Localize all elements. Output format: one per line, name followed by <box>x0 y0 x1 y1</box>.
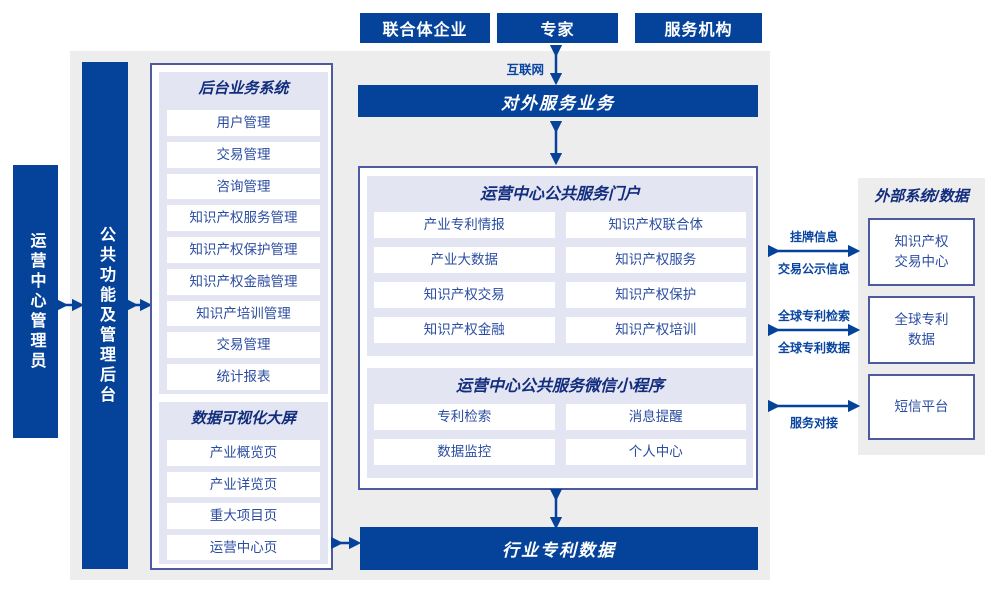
backend-item-trade-mgmt: 交易管理 <box>167 141 320 168</box>
backend-item-user-mgmt: 用户管理 <box>167 110 320 136</box>
backend-item-trade-mgmt-2: 交易管理 <box>167 332 320 359</box>
portal-item-ip-training: 知识产权培训 <box>565 317 746 343</box>
arrow-ip-trade-center-icon <box>767 244 861 258</box>
industry-patent-data-bar: 行业专利数据 <box>360 527 758 570</box>
link-label-trade-public-info: 交易公示信息 <box>777 262 850 276</box>
link-label-global-patent-data: 全球专利数据 <box>777 341 850 355</box>
portal-item-ip-trade: 知识产权交易 <box>374 282 555 308</box>
miniprogram-title: 运营中心公共服务微信小程序 <box>455 378 664 395</box>
arrow-admin-backend-icon <box>55 298 85 312</box>
link-label-global-patent-search: 全球专利检索 <box>777 309 850 323</box>
backend-item-ip-protect-mgmt: 知识产权保护管理 <box>167 237 320 263</box>
external-box-ip-trade-center: 知识产权 交易中心 <box>868 218 975 286</box>
arrow-service-portal-icon <box>549 120 563 166</box>
portal-item-ip-protection: 知识产权保护 <box>565 282 746 308</box>
arrow-global-patent-icon <box>767 323 861 337</box>
screen-item-industry-detail: 产业详览页 <box>167 471 320 497</box>
portal-item-ip-service: 知识产权服务 <box>565 247 746 273</box>
backend-item-stats-report: 统计报表 <box>167 364 320 391</box>
portal-item-ip-finance: 知识产权金融 <box>374 317 555 343</box>
backend-column-box: 后台业务系统 用户管理 交易管理 咨询管理 知识产权服务管理 知识产权保护管理 … <box>150 63 333 570</box>
arrow-backend-column-icon <box>125 298 153 312</box>
link-label-service-connect: 服务对接 <box>789 416 838 430</box>
actor-consortium-enterprise: 联合体企业 <box>360 13 490 43</box>
backend-item-consult-mgmt: 咨询管理 <box>167 173 320 200</box>
portal-title: 运营中心公共服务门户 <box>479 186 640 203</box>
screen-item-operations-center: 运营中心页 <box>167 534 320 560</box>
arrow-sms-platform-icon <box>767 399 861 413</box>
external-box-sms-platform: 短信平台 <box>868 374 975 440</box>
backend-system-group: 后台业务系统 用户管理 交易管理 咨询管理 知识产权服务管理 知识产权保护管理 … <box>159 72 328 394</box>
portal-item-patent-intel: 产业专利情报 <box>374 212 555 238</box>
operations-admin-bar: 运营中心管理员 <box>13 165 58 438</box>
external-systems-title: 外部系统/数据 <box>874 188 969 205</box>
data-screen-title: 数据可视化大屏 <box>190 410 296 427</box>
mini-item-data-monitor: 数据监控 <box>374 439 555 465</box>
screen-item-industry-overview: 产业概览页 <box>167 440 320 466</box>
portal-item-industry-bigdata: 产业大数据 <box>374 247 555 273</box>
arrow-column-industry-icon <box>330 536 362 550</box>
backend-system-title: 后台业务系统 <box>198 80 289 97</box>
internet-label: 互联网 <box>506 63 544 77</box>
portal-group: 运营中心公共服务门户 产业专利情报 知识产权联合体 产业大数据 知识产权服务 知… <box>367 176 753 356</box>
external-box-global-patent-data: 全球专利 数据 <box>868 296 975 364</box>
portal-item-ip-consortium: 知识产权联合体 <box>565 212 746 238</box>
actor-expert: 专家 <box>497 13 618 43</box>
backend-item-ip-finance-mgmt: 知识产权金融管理 <box>167 268 320 295</box>
portal-box: 运营中心公共服务门户 产业专利情报 知识产权联合体 产业大数据 知识产权服务 知… <box>358 166 758 490</box>
external-service-bar: 对外服务业务 <box>358 85 758 117</box>
public-functions-backend-bar: 公共功能及管理后台 <box>82 62 128 569</box>
actor-service-agency: 服务机构 <box>635 13 762 43</box>
data-screen-group: 数据可视化大屏 产业概览页 产业详览页 重大项目页 运营中心页 <box>159 402 328 564</box>
mini-item-patent-search: 专利检索 <box>374 404 555 430</box>
mini-item-message-alert: 消息提醒 <box>565 404 746 430</box>
mini-item-personal-center: 个人中心 <box>565 439 746 465</box>
arrow-internet-icon <box>549 44 563 86</box>
screen-item-major-projects: 重大项目页 <box>167 503 320 529</box>
backend-item-ip-training-mgmt: 知识产培训管理 <box>167 300 320 327</box>
link-label-listing-info: 挂牌信息 <box>789 230 838 244</box>
backend-item-ip-service-mgmt: 知识产权服务管理 <box>167 205 320 232</box>
arrow-portal-industry-icon <box>549 488 563 530</box>
miniprogram-group: 运营中心公共服务微信小程序 专利检索 消息提醒 数据监控 个人中心 <box>367 368 753 478</box>
